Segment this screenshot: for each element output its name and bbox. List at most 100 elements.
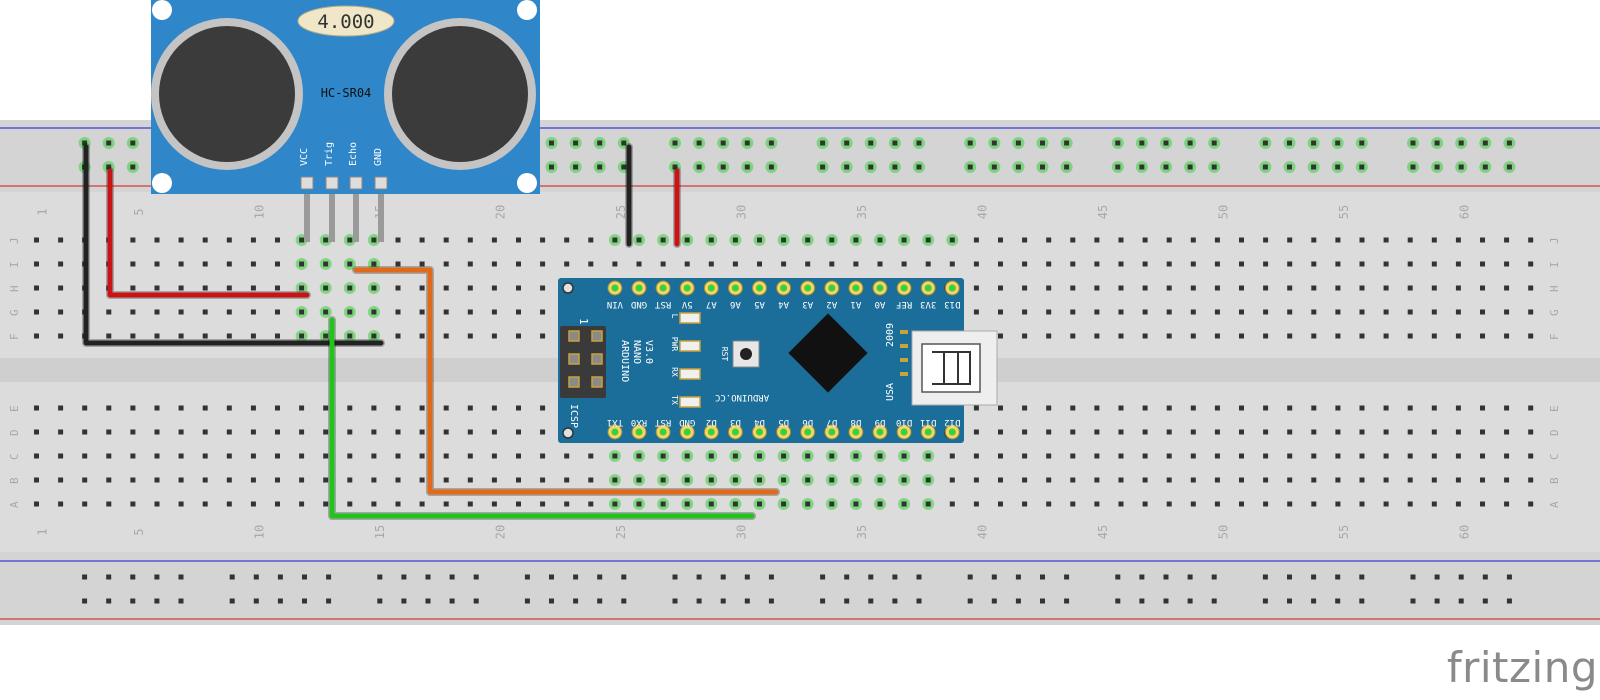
hole	[1214, 309, 1220, 315]
hole	[998, 405, 1003, 411]
hole	[1040, 574, 1045, 580]
hole	[660, 477, 666, 483]
column-label-top: 10	[252, 205, 266, 219]
hole	[1263, 285, 1269, 291]
hole	[621, 574, 627, 580]
sensor-pin-label: GND	[373, 148, 384, 166]
row-label-left: B	[8, 477, 21, 484]
hole	[757, 237, 762, 243]
hole	[1118, 237, 1124, 243]
hole	[573, 598, 579, 604]
hole	[805, 261, 811, 267]
column-label-bottom: 1	[36, 528, 50, 535]
mount-hole	[562, 427, 574, 439]
hole	[696, 574, 702, 580]
hole	[1263, 405, 1269, 411]
hole	[1094, 453, 1100, 459]
hole	[443, 405, 449, 411]
hole	[1359, 309, 1365, 315]
hole	[877, 453, 883, 459]
hole	[467, 261, 473, 267]
status-led	[679, 340, 701, 352]
hole	[347, 405, 353, 411]
hole	[154, 309, 160, 315]
hole	[516, 429, 521, 435]
hole	[516, 261, 521, 267]
hole	[1022, 333, 1028, 339]
hole	[1287, 261, 1293, 267]
hole	[419, 501, 425, 507]
hole	[516, 237, 521, 243]
nano-pin-hole	[948, 284, 956, 292]
column-label-bottom: 15	[373, 525, 387, 539]
hole	[106, 574, 112, 580]
hole	[573, 574, 579, 580]
hole	[1115, 140, 1121, 146]
hole	[1383, 453, 1389, 459]
hole	[1458, 140, 1464, 146]
hole	[419, 429, 425, 435]
hole	[1480, 429, 1485, 435]
hole	[636, 501, 642, 507]
hole	[130, 333, 136, 339]
hole	[588, 477, 594, 483]
hole	[347, 285, 353, 291]
hole	[1142, 285, 1148, 291]
hole	[419, 453, 425, 459]
nano-pin-hole	[852, 284, 860, 292]
hole	[275, 237, 280, 243]
hole	[1504, 501, 1510, 507]
hole	[1287, 333, 1293, 339]
hole	[1070, 237, 1076, 243]
hole	[868, 574, 874, 580]
hole	[467, 477, 473, 483]
hole	[1163, 140, 1169, 146]
hole	[226, 453, 232, 459]
hole	[1311, 501, 1317, 507]
hole	[829, 501, 835, 507]
hole	[877, 501, 883, 507]
hole	[275, 261, 280, 267]
hole	[82, 501, 88, 507]
hole	[636, 261, 642, 267]
hole	[34, 453, 39, 459]
hole	[1263, 429, 1269, 435]
pin-label-bottom: D12	[944, 417, 960, 427]
hole	[371, 477, 377, 483]
hole	[1504, 453, 1510, 459]
hole	[1311, 333, 1317, 339]
hole	[781, 477, 787, 483]
fritzing-watermark: fritzing	[1446, 643, 1598, 692]
hole	[299, 477, 305, 483]
hole	[1142, 477, 1148, 483]
hole	[1046, 453, 1052, 459]
hole	[696, 140, 702, 146]
hole	[1187, 574, 1193, 580]
row-label-right: J	[1548, 237, 1561, 244]
hole	[275, 285, 280, 291]
hole	[250, 285, 256, 291]
hole	[1094, 501, 1100, 507]
nano-pin-hole	[804, 428, 812, 436]
hole	[877, 477, 883, 483]
hole	[1142, 333, 1148, 339]
hole	[1046, 261, 1052, 267]
hole	[949, 477, 955, 483]
column-label-bottom: 25	[614, 525, 628, 539]
hole	[1455, 453, 1461, 459]
row-label-left: I	[8, 261, 21, 268]
hole	[130, 261, 136, 267]
hole	[781, 453, 787, 459]
hole	[708, 477, 714, 483]
hole	[1480, 309, 1485, 315]
pin-label-top: A0	[875, 299, 886, 309]
hole	[1015, 574, 1021, 580]
hole	[1383, 285, 1389, 291]
hole	[636, 237, 642, 243]
hole	[326, 574, 332, 580]
hole	[1431, 237, 1437, 243]
hole	[720, 140, 726, 146]
hole	[154, 285, 160, 291]
hole	[178, 598, 184, 604]
hole	[491, 237, 497, 243]
